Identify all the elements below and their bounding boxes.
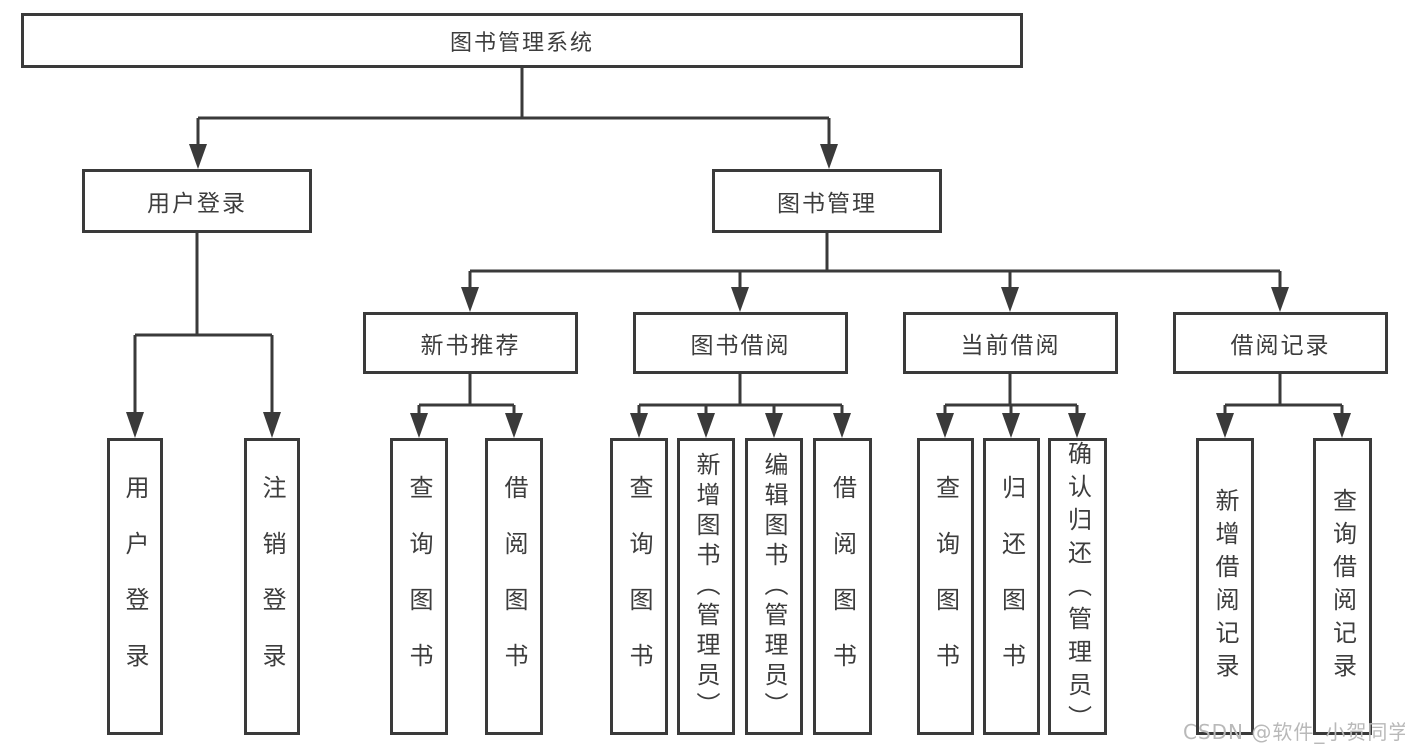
node-borrow-books-recommend: 借阅图书 — [485, 438, 543, 735]
csdn-watermark: CSDN @软件_小贺同学 — [1183, 720, 1405, 744]
node-user-login-leaf: 用户登录 — [107, 438, 163, 735]
node-query-books-current: 查询图书 — [917, 438, 974, 735]
node-new-book-recommendation: 新书推荐 — [363, 312, 578, 374]
node-book-borrowing: 图书借阅 — [633, 312, 848, 374]
node-logout-login: 注销登录 — [244, 438, 300, 735]
node-book-management: 图书管理 — [712, 169, 942, 233]
node-borrowing-records: 借阅记录 — [1173, 312, 1388, 374]
node-current-borrowing: 当前借阅 — [903, 312, 1118, 374]
node-library-management-system: 图书管理系统 — [21, 13, 1023, 68]
node-edit-book-admin: 编辑图书（管理员） — [745, 438, 803, 735]
node-return-book: 归还图书 — [983, 438, 1040, 735]
node-user-login: 用户登录 — [82, 169, 312, 233]
arrowheads — [126, 144, 1351, 438]
node-query-borrow-record: 查询借阅记录 — [1313, 438, 1372, 735]
node-query-books-borrow: 查询图书 — [610, 438, 668, 735]
node-confirm-return-admin: 确认归还（管理员） — [1048, 438, 1107, 738]
node-add-borrow-record: 新增借阅记录 — [1196, 438, 1254, 735]
node-query-books-recommend: 查询图书 — [390, 438, 448, 735]
node-borrow-books-leaf: 借阅图书 — [813, 438, 872, 735]
node-add-book-admin: 新增图书（管理员） — [677, 438, 735, 735]
